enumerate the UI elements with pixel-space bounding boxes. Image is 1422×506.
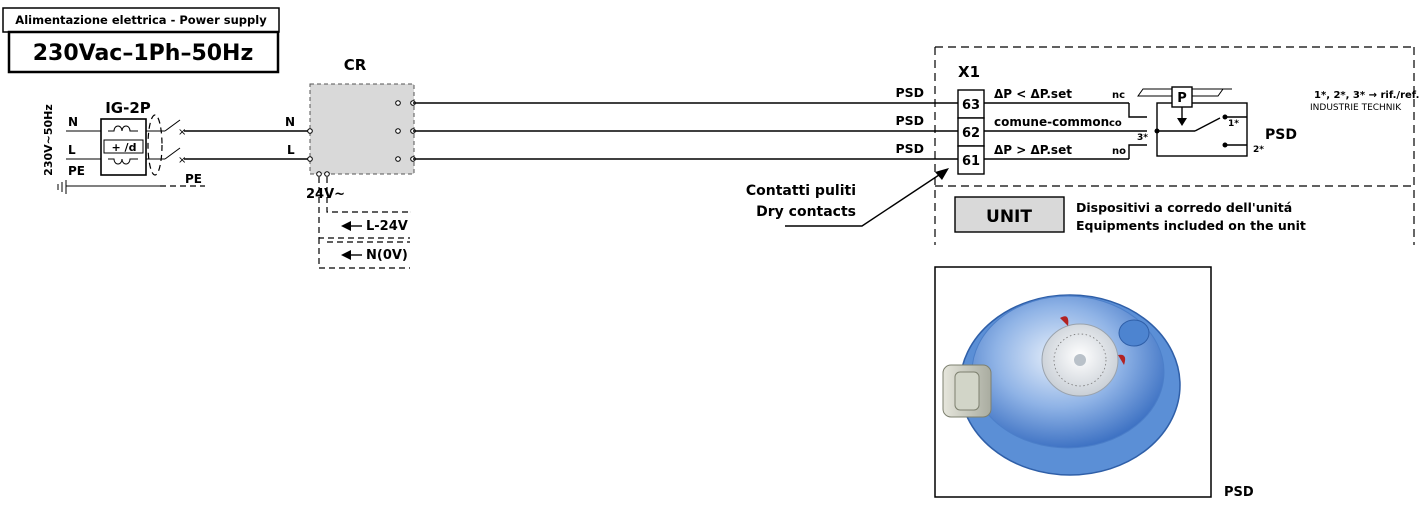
ig-symbol: + /d (112, 141, 137, 154)
dry-contacts-callout: Contatti puliti Dry contacts (746, 168, 949, 227)
power-supply-value: 230Vac–1Ph–50Hz (33, 41, 254, 66)
cr-section: CR N L 24V~ L-24V N(0V) (285, 56, 416, 269)
psd-c3-label: 3* (1137, 133, 1148, 143)
ig-2p-section: IG-2P 230V~50Hz N L PE PE + /d × × (42, 99, 310, 194)
x1-terminal-63: 63 (962, 98, 980, 113)
unit-desc-line2: Equipments included on the unit (1076, 218, 1306, 233)
ig-name: IG-2P (105, 99, 151, 117)
ig-pe-out-label: PE (185, 172, 202, 186)
unit-legend: UNIT Dispositivi a corredo dell'unitá Eq… (954, 196, 1306, 233)
ig-voltage: 230V~50Hz (42, 104, 55, 176)
psd-c1-label: 1* (1228, 119, 1239, 129)
x1-func-62: comune-common (994, 115, 1109, 129)
wire-label-2: PSD (895, 113, 924, 128)
wire-label-1: PSD (895, 85, 924, 100)
power-supply-label: Alimentazione elettrica - Power supply (15, 13, 267, 27)
cr-n0v-label: N(0V) (366, 248, 408, 263)
x1-code-co: co (1109, 118, 1122, 129)
psd-ref-line2: INDUSTRIE TECHNIK (1310, 103, 1402, 113)
cr-name: CR (344, 56, 367, 74)
svg-text:×: × (178, 155, 186, 166)
ig-l-label: L (68, 143, 76, 157)
x1-code-no: no (1112, 146, 1126, 157)
x1-terminal-block: X1 63 62 61 ΔP < ΔP.set comune-common ΔP… (957, 63, 1129, 175)
x1-name: X1 (958, 63, 980, 81)
power-supply-box: Alimentazione elettrica - Power supply 2… (2, 7, 280, 74)
psd-name: PSD (1265, 127, 1297, 143)
cr-l24-label: L-24V (366, 219, 408, 234)
x1-terminal-62: 62 (962, 126, 980, 141)
x1-terminal-61: 61 (962, 154, 980, 169)
ig-n-label: N (68, 115, 78, 129)
psd-switch-symbol: 3* P 1* 2* PSD 1*, 2*, 3* → rif./ref. IN… (1128, 86, 1419, 159)
unit-boundary (934, 46, 1415, 245)
psd-wires: PSD PSD PSD (413, 85, 958, 160)
cr-l-label: L (287, 143, 295, 157)
psd-p-label: P (1177, 91, 1187, 106)
photo-caption: PSD (1224, 485, 1254, 500)
psd-photo: PSD (934, 266, 1254, 500)
dry-contacts-line2: Dry contacts (756, 204, 856, 220)
ig-pe-label: PE (68, 164, 85, 178)
wire-label-3: PSD (895, 141, 924, 156)
psd-c2-label: 2* (1253, 145, 1264, 155)
unit-desc-line1: Dispositivi a corredo dell'unitá (1076, 200, 1292, 215)
x1-func-63: ΔP < ΔP.set (994, 87, 1072, 101)
psd-ref-line1: 1*, 2*, 3* → rif./ref. (1314, 90, 1419, 101)
cr-n-label: N (285, 115, 295, 129)
unit-label: UNIT (986, 207, 1032, 227)
unit-box (954, 196, 1065, 233)
cr-voltage: 24V~ (306, 187, 345, 202)
x1-func-61: ΔP > ΔP.set (994, 143, 1072, 157)
x1-code-nc: nc (1112, 90, 1125, 101)
dry-contacts-line1: Contatti puliti (746, 183, 856, 199)
svg-text:×: × (178, 127, 186, 138)
